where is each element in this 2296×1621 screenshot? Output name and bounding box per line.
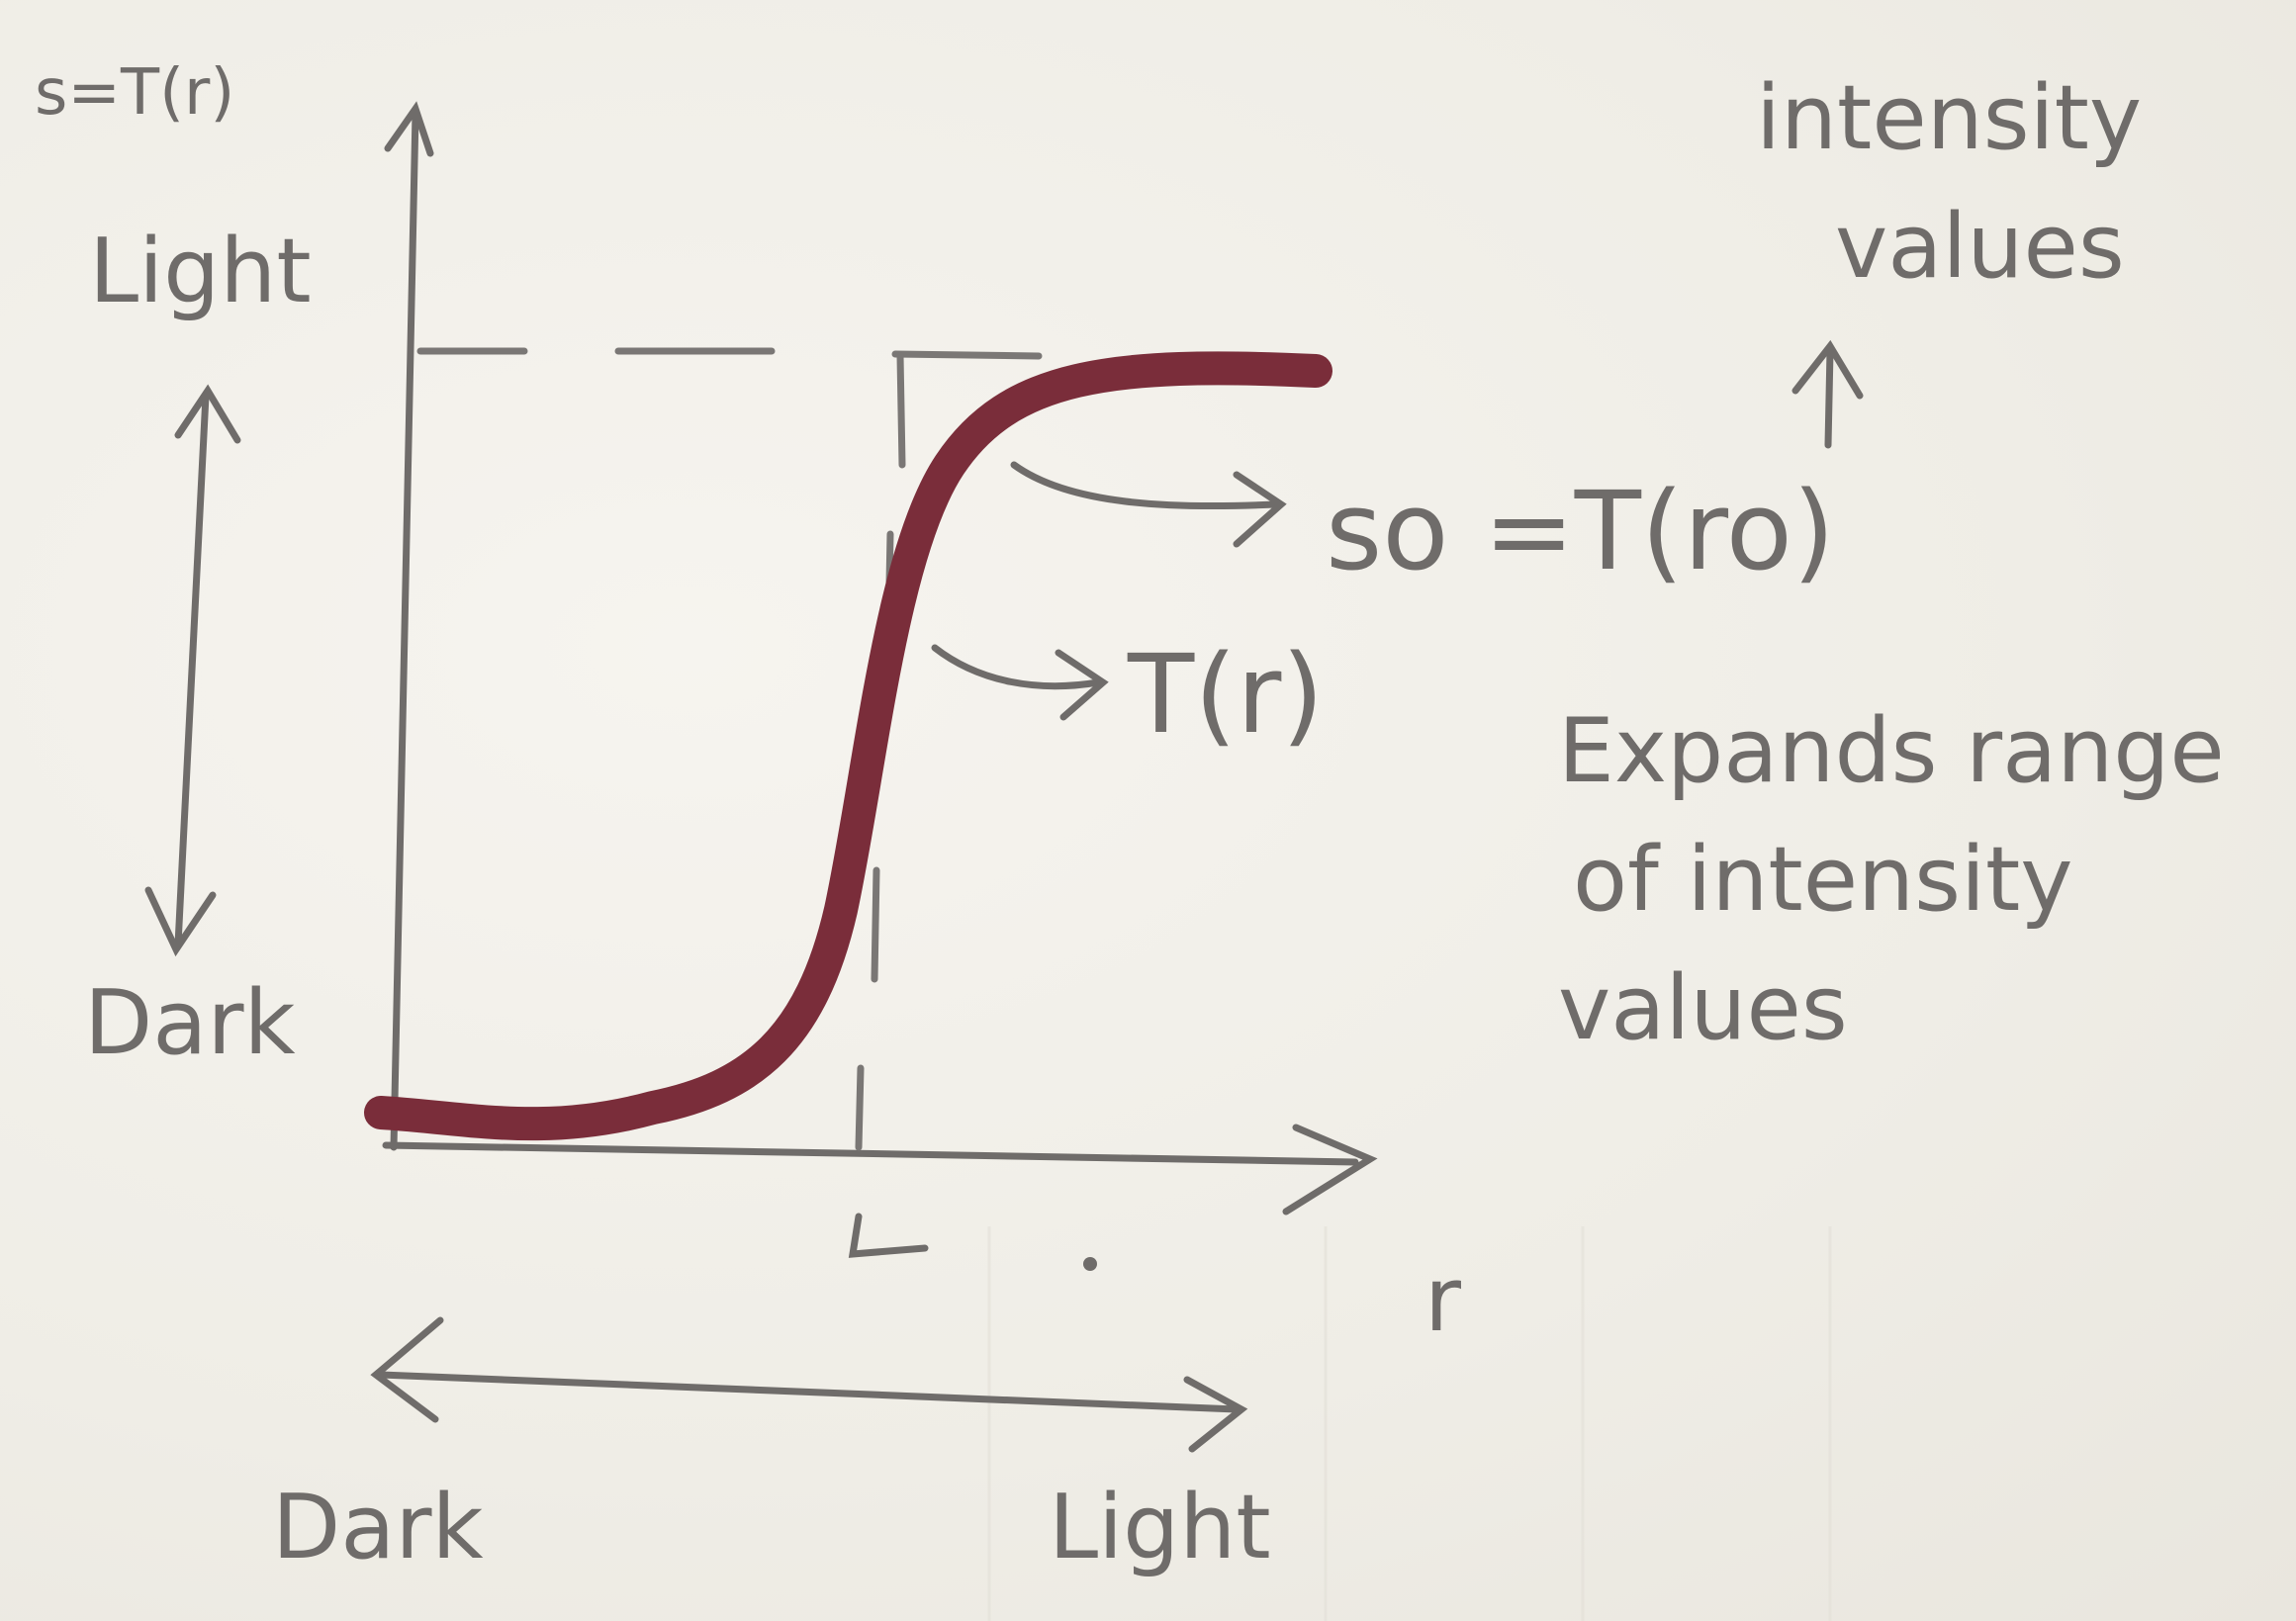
y-double-arrow <box>144 384 241 957</box>
expands-label-line2: of intensity <box>1573 828 2073 932</box>
point-label-arrow <box>1010 461 1287 548</box>
x-double-arrow <box>370 1316 1248 1453</box>
expands-label-line1: Expands range <box>1558 699 2225 803</box>
dashed-level-line <box>416 347 1043 360</box>
dot-mark <box>1083 1257 1097 1271</box>
top-right-label-line1: intensity <box>1756 66 2142 170</box>
curve-label: T(r) <box>1127 631 1324 758</box>
up-arrow <box>1791 339 1864 449</box>
y-high-label: Light <box>89 220 312 323</box>
point-label: so =T(ro) <box>1326 468 1835 594</box>
curve-label-arrow <box>931 644 1109 721</box>
top-right-label-line2: values <box>1835 195 2125 299</box>
transformation-curve <box>364 351 1332 1141</box>
y-axis <box>384 101 434 1151</box>
paper-texture <box>987 1226 1832 1621</box>
x-axis <box>382 1124 1378 1216</box>
y-axis-label: s=T(r) <box>35 56 234 130</box>
expands-label-line3: values <box>1558 956 1848 1060</box>
x-high-label: Light <box>1049 1476 1271 1579</box>
k-mark-glyph <box>848 1213 929 1258</box>
x-low-label: Dark <box>272 1476 484 1579</box>
x-axis-label: r <box>1424 1248 1461 1352</box>
y-low-label: Dark <box>84 971 296 1075</box>
